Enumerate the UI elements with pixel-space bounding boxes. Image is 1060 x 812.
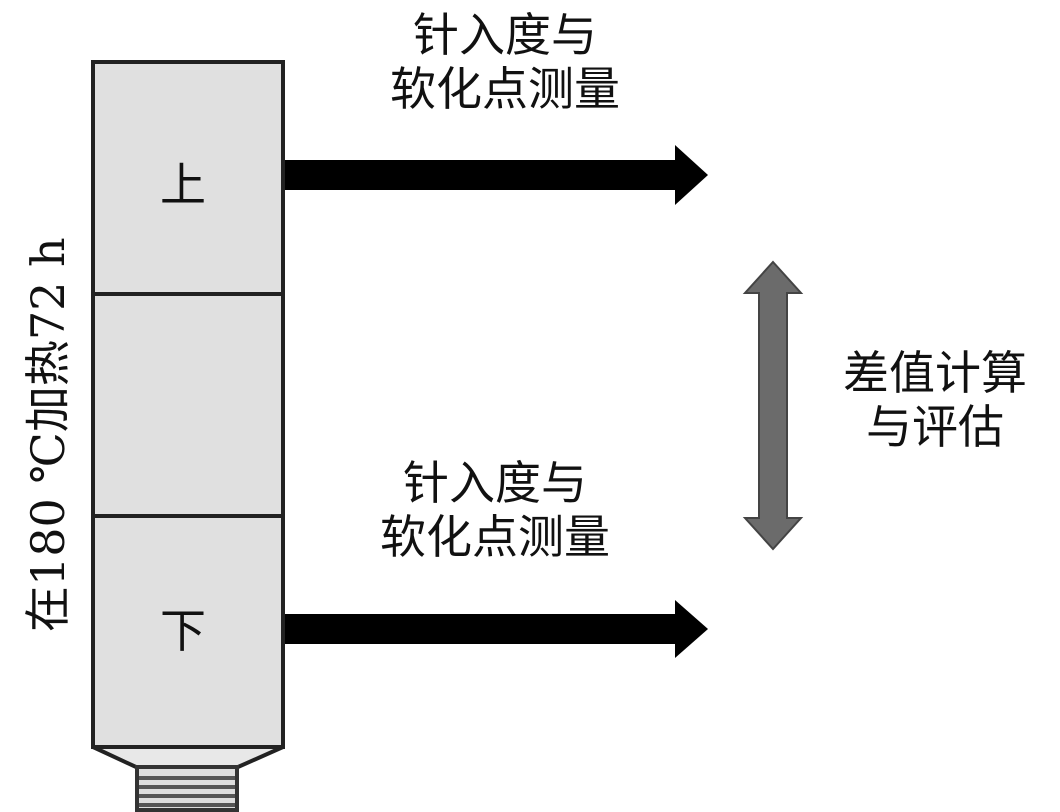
evaluation-line2: 与评估 — [866, 400, 1004, 454]
bottom-measure-line2: 软化点测量 — [380, 510, 610, 564]
bottom-measure-line1: 针入度与 — [403, 456, 587, 510]
tube-taper — [92, 745, 284, 769]
top-measure-line2: 软化点测量 — [390, 62, 620, 116]
top-arrow — [285, 145, 708, 205]
tube-top-label: 上 — [160, 158, 206, 212]
evaluation-label: 差值计算 与评估 — [810, 346, 1060, 454]
top-measure-label: 针入度与 软化点测量 — [345, 8, 665, 116]
tube-cap — [135, 765, 239, 812]
sample-tube — [91, 60, 285, 812]
double-arrow — [742, 260, 804, 551]
bottom-arrow — [285, 600, 708, 658]
top-measure-line1: 针入度与 — [413, 8, 597, 62]
bottom-measure-label: 针入度与 软化点测量 — [335, 456, 655, 564]
heating-condition-label: 在180 ℃加热72 h — [21, 237, 75, 632]
tube-bottom-label: 下 — [160, 604, 206, 658]
evaluation-line1: 差值计算 — [843, 346, 1027, 400]
